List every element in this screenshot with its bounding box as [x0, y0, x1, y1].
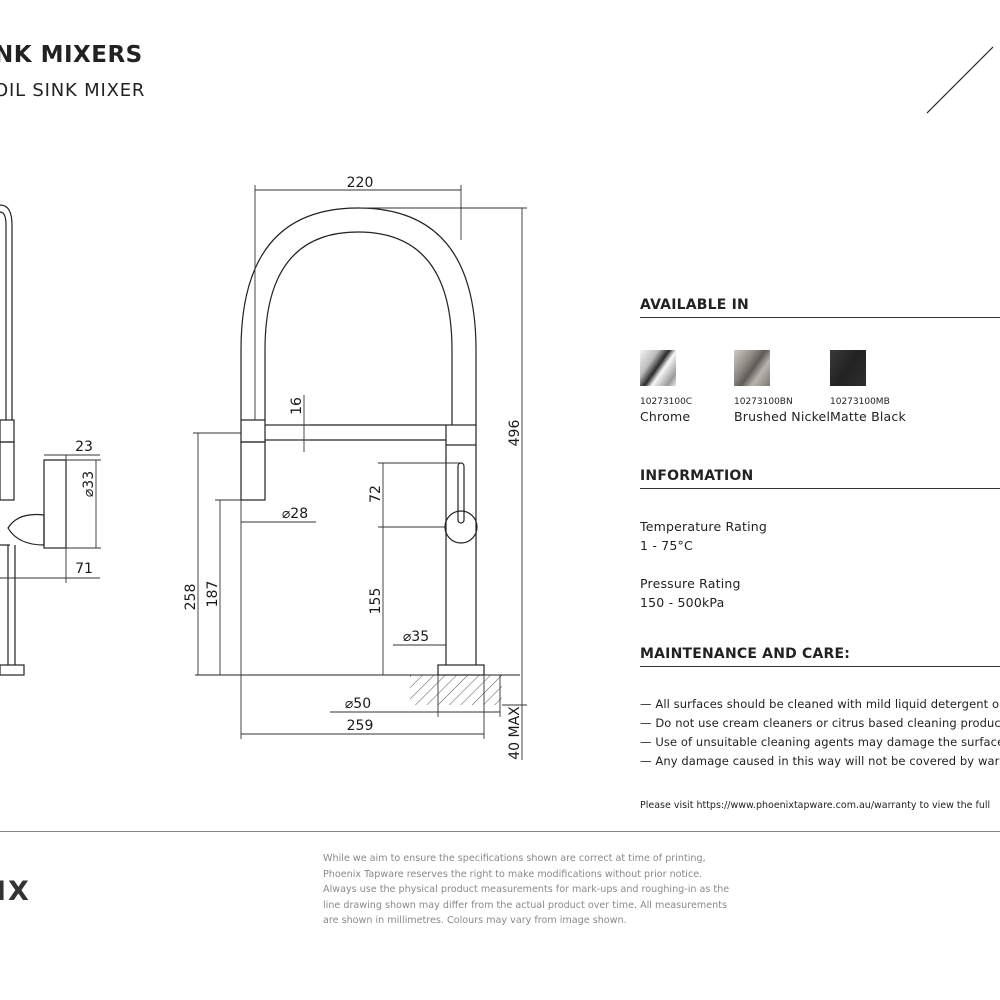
information-heading: INFORMATION — [640, 468, 754, 484]
brushed-nickel-swatch — [734, 350, 770, 386]
brushed-nickel-code: 10273100BN — [734, 397, 793, 407]
disclaimer-line: Phoenix Tapware reserves the right to ma… — [323, 868, 703, 880]
warranty-link-text[interactable]: Please visit https://www.phoenixtapware.… — [640, 800, 991, 811]
information-rule — [640, 488, 1000, 489]
corner-diagonal-line — [926, 46, 994, 114]
dim-258: 258 — [183, 584, 199, 611]
maintenance-bullet: — Use of unsuitable cleaning agents may … — [640, 735, 1000, 749]
matte-black-code: 10273100MB — [830, 397, 890, 407]
maintenance-bullet: — Do not use cream cleaners or citrus ba… — [640, 716, 1000, 730]
maintenance-bullet: — All surfaces should be cleaned with mi… — [640, 697, 1000, 711]
page-title: NK MIXERS — [0, 42, 143, 68]
side-view-outline — [0, 204, 67, 676]
dim-23: 23 — [75, 439, 93, 455]
disclaimer-line: Always use the physical product measurem… — [323, 884, 730, 895]
pressure-rating-value: 150 - 500kPa — [640, 595, 725, 610]
brand-logo: IX — [0, 876, 31, 907]
dim-35: ⌀35 — [403, 629, 429, 645]
brushed-nickel-name: Brushed Nickel — [734, 409, 831, 424]
dim-16: 16 — [289, 397, 305, 415]
chrome-code: 10273100C — [640, 397, 693, 407]
bench-hatch — [410, 675, 502, 705]
dim-72: 72 — [368, 485, 384, 503]
dim-71: 71 — [75, 561, 93, 577]
dim-40-max: 40 MAX — [507, 706, 523, 760]
maintenance-heading: MAINTENANCE AND CARE: — [640, 646, 851, 662]
disclaimer: While we aim to ensure the specification… — [323, 851, 763, 929]
technical-drawing: 220 496 16 72 155 ⌀35 258 187 ⌀28 ⌀50 25… — [0, 175, 527, 760]
dim-155: 155 — [368, 588, 384, 615]
available-in-heading: AVAILABLE IN — [640, 297, 749, 313]
pressure-rating-label: Pressure Rating — [640, 576, 741, 591]
dim-187: 187 — [205, 581, 221, 608]
dim-28: ⌀28 — [282, 506, 308, 522]
temperature-rating-value: 1 - 75°C — [640, 538, 693, 553]
dim-496: 496 — [507, 420, 523, 447]
temperature-rating-label: Temperature Rating — [640, 519, 768, 534]
matte-black-name: Matte Black — [830, 409, 906, 424]
maintenance-bullet: — Any damage caused in this way will not… — [640, 754, 1000, 768]
maintenance-rule — [640, 666, 1000, 667]
page-subtitle: OIL SINK MIXER — [0, 80, 146, 101]
dim-33: ⌀33 — [81, 471, 97, 497]
dim-259: 259 — [347, 718, 374, 734]
dim-50: ⌀50 — [345, 696, 371, 712]
chrome-swatch — [640, 350, 676, 386]
disclaimer-line: While we aim to ensure the specification… — [323, 853, 706, 864]
available-in-rule — [640, 317, 1000, 318]
disclaimer-line: are shown in millimetres. Colours may va… — [323, 915, 627, 926]
matte-black-swatch — [830, 350, 866, 386]
footer-rule — [0, 831, 1000, 832]
front-view-outline — [240, 207, 485, 676]
dim-220: 220 — [347, 175, 374, 191]
disclaimer-line: line drawing shown may differ from the a… — [323, 899, 727, 911]
chrome-name: Chrome — [640, 409, 691, 424]
